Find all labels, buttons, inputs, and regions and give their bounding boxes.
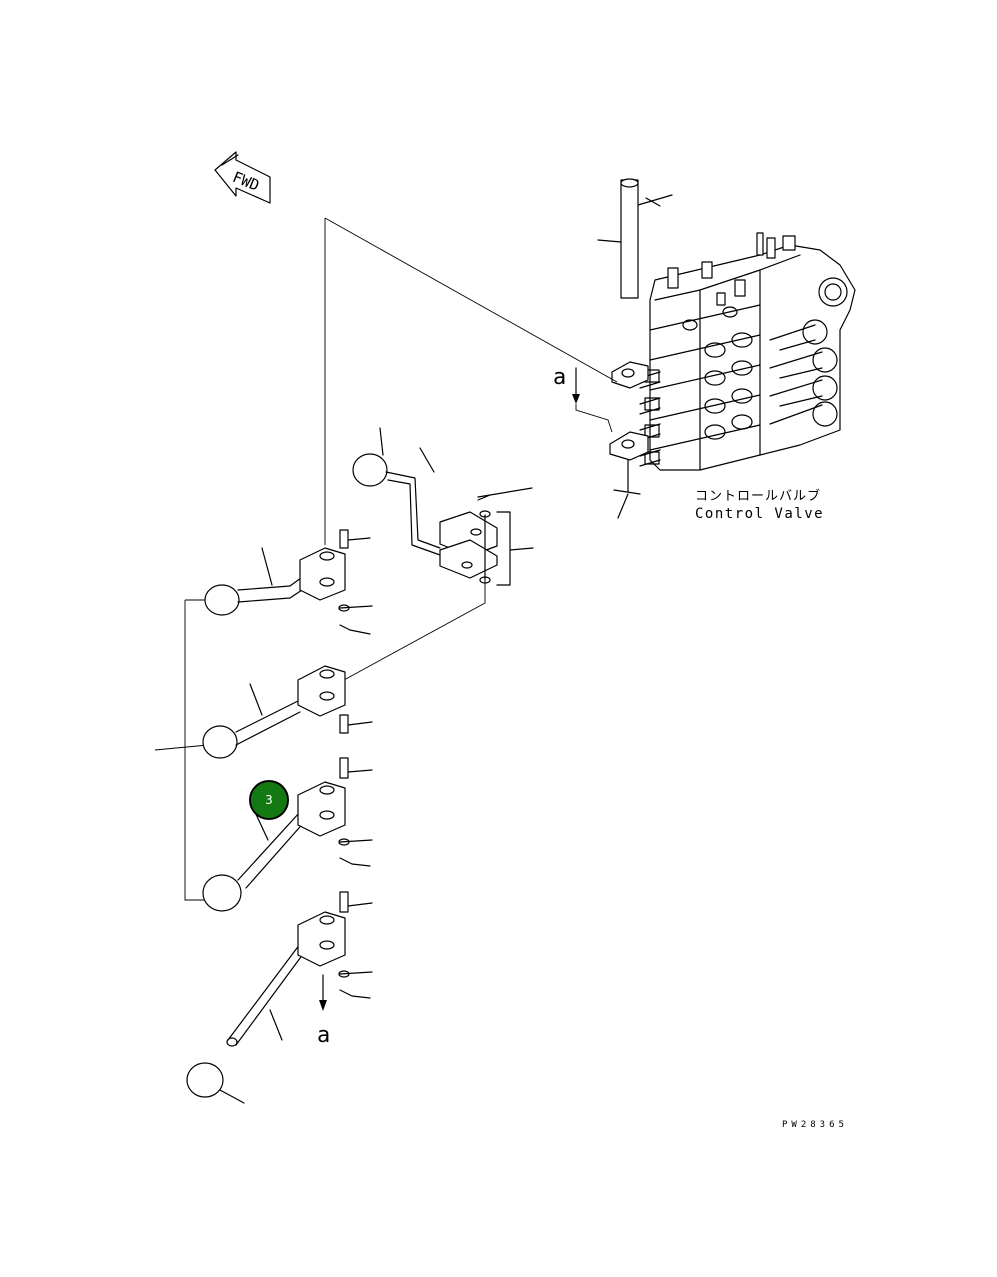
lever-4 (202, 757, 373, 912)
arrow-a-top: a (553, 365, 613, 433)
arrow-label-bottom: a (317, 1023, 330, 1048)
control-valve-label-jp: コントロールバルブ (695, 488, 821, 504)
arrow-label-top: a (553, 365, 566, 390)
part-callout-3[interactable]: 3 (249, 780, 289, 820)
drawing-number: PW28365 (782, 1120, 848, 1130)
arrow-a-bottom: a (317, 974, 330, 1048)
lever-3 (202, 665, 373, 759)
control-valve (609, 232, 856, 519)
valve-pin (597, 178, 673, 299)
lever-1 (352, 427, 534, 586)
control-valve-label-en: Control Valve (695, 506, 824, 522)
fwd-label: FWD (230, 168, 262, 195)
lever-5 (186, 891, 373, 1104)
fwd-arrow-icon: FWD (214, 151, 271, 204)
callout-number: 3 (265, 793, 273, 807)
connection-lines (154, 217, 618, 901)
lever-2 (204, 529, 373, 635)
